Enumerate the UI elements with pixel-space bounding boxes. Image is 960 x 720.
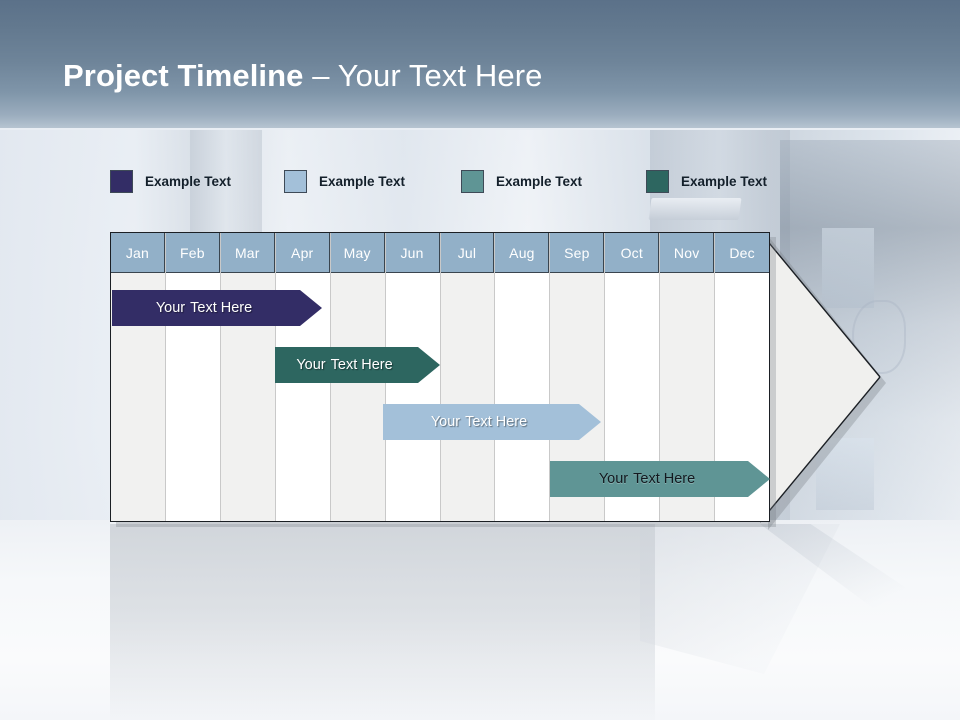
page-title-bold: Project Timeline — [63, 58, 304, 93]
month-header-aug: Aug — [495, 233, 550, 273]
month-header-nov: Nov — [660, 233, 715, 273]
month-header-jun: Jun — [385, 233, 440, 273]
page-title-rest: – Your Text Here — [303, 58, 543, 93]
task-bar-chevron-shape — [550, 461, 770, 497]
month-header-apr: Apr — [275, 233, 330, 273]
timeline-column-mar: Mar — [220, 233, 276, 521]
legend-swatch-navy — [110, 169, 133, 193]
month-header-jan: Jan — [111, 233, 165, 273]
legend-swatch-dark-teal — [646, 169, 669, 193]
title-band: Project Timeline – Your Text Here — [0, 0, 960, 128]
legend-item[interactable]: Example Text — [646, 168, 767, 194]
legend-swatch-light-blue — [284, 169, 307, 193]
legend-item-label: Example Text — [319, 173, 406, 189]
legend-item-label: Example Text — [496, 173, 583, 189]
timeline-column-aug: Aug — [495, 233, 551, 521]
timeline-column-oct: Oct — [605, 233, 661, 521]
month-header-may: May — [330, 233, 385, 273]
legend-item[interactable]: Example Text — [461, 168, 582, 194]
legend-item-label: Example Text — [145, 173, 232, 189]
legend-item[interactable]: Example Text — [284, 168, 405, 194]
month-header-jul: Jul — [440, 233, 495, 273]
timeline-column-dec: Dec — [715, 233, 770, 521]
legend: Example Text Example Text Example Text E… — [0, 168, 960, 194]
timeline-column-jun: Jun — [385, 233, 441, 521]
task-bar-chevron-shape — [275, 347, 440, 383]
legend-item[interactable]: Example Text — [110, 168, 231, 194]
background-ceiling-vent — [648, 198, 742, 220]
background-floor-reflection — [110, 524, 655, 720]
month-header-oct: Oct — [605, 233, 660, 273]
task-bar-chevron-shape — [112, 290, 322, 326]
month-header-mar: Mar — [220, 233, 275, 273]
legend-item-label: Example Text — [681, 173, 768, 189]
page-title: Project Timeline – Your Text Here — [63, 58, 542, 94]
legend-swatch-sage — [461, 169, 484, 193]
timeline-arrowhead — [760, 232, 880, 522]
month-header-dec: Dec — [715, 233, 770, 273]
timeline-column-jan: Jan — [111, 233, 166, 521]
timeline-column-feb: Feb — [165, 233, 221, 521]
month-header-feb: Feb — [165, 233, 220, 273]
month-header-sep: Sep — [550, 233, 605, 273]
timeline-column-jul: Jul — [440, 233, 496, 521]
task-bar-chevron-shape — [383, 404, 601, 440]
